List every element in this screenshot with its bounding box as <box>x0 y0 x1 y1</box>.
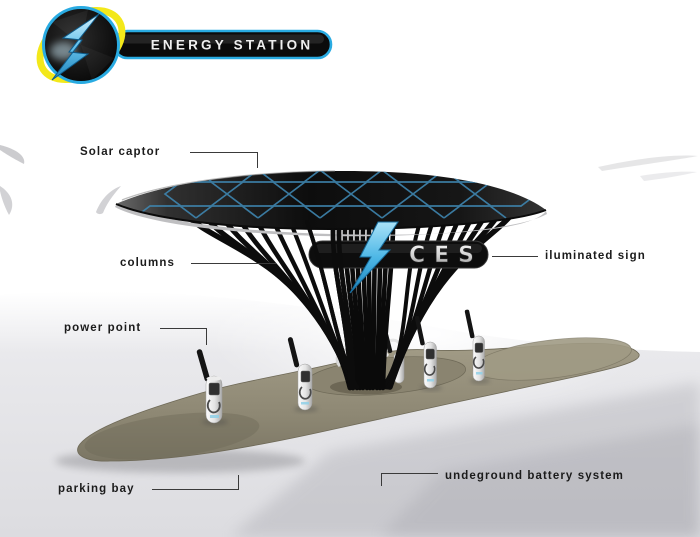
illuminated-sign: CES <box>305 220 489 391</box>
leader-parking-bay-v <box>238 475 239 490</box>
label-iluminated-sign: iluminated sign <box>545 250 646 262</box>
leader-parking-bay-h <box>152 489 239 490</box>
sign-text: CES <box>409 243 483 268</box>
leader-columns-h <box>191 263 276 264</box>
leader-solar-captor-h <box>190 152 257 153</box>
logo-banner-text: ENERGY STATION <box>151 38 314 53</box>
power-post-4 <box>464 309 490 384</box>
label-power-point: power point <box>64 322 142 334</box>
power-post-3 <box>414 315 442 391</box>
label-columns: columns <box>120 257 175 269</box>
sign-lightning-bolt-icon <box>349 221 399 294</box>
logo-lightning-bolt-icon <box>51 13 100 81</box>
leader-underground-battery-h <box>381 473 438 474</box>
logo-banner: ENERGY STATION <box>112 29 333 60</box>
logo-glow <box>50 42 76 60</box>
logo-orb-facet-2 <box>81 45 114 80</box>
label-solar-captor: Solar captor <box>80 146 161 158</box>
background-swoosh-marks <box>0 145 698 215</box>
leader-power-point-h <box>160 328 207 329</box>
power-post-1 <box>196 349 228 426</box>
power-post-2 <box>287 337 318 413</box>
floor-shadow-bands <box>55 382 700 537</box>
label-underground-battery: undeground battery system <box>445 470 624 482</box>
leader-underground-battery-v <box>381 473 382 486</box>
leader-solar-captor-v <box>257 152 258 168</box>
energy-station-logo: ENERGY STATION <box>36 6 333 84</box>
leader-iluminated-sign-h <box>492 256 538 257</box>
solar-captor-canopy <box>115 170 547 237</box>
logo-orb <box>42 6 120 84</box>
label-parking-bay: parking bay <box>58 483 135 495</box>
leader-power-point-v <box>206 328 207 345</box>
